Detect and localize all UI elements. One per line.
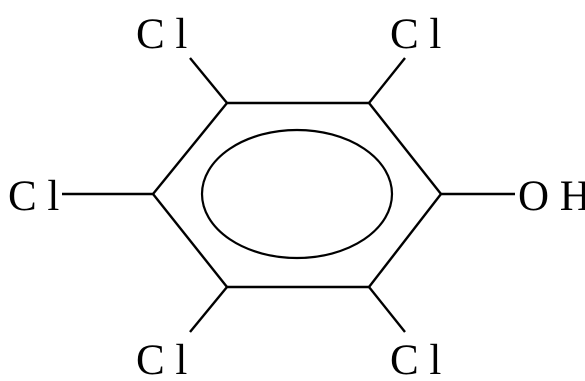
- label-right: O H: [518, 173, 585, 220]
- ring-bond-upper-right: [368, 102, 442, 195]
- bond-bottom-right: [368, 286, 406, 333]
- label-bottom-left: C l: [136, 337, 187, 381]
- bond-top-right: [368, 57, 406, 104]
- ring-bond-lower-right: [368, 193, 442, 288]
- atom-labels: C l C l C l O H C l C l: [8, 11, 585, 381]
- bond-top-left: [189, 57, 228, 104]
- ring-bond-upper-left: [152, 102, 228, 195]
- bond-bottom-left: [189, 286, 228, 333]
- benzene-ring: [152, 101, 442, 289]
- label-bottom-right: C l: [390, 337, 441, 381]
- ring-bond-lower-left: [152, 193, 228, 288]
- substituent-bonds: [62, 57, 515, 333]
- label-top-left: C l: [136, 11, 187, 58]
- label-left: C l: [8, 173, 59, 220]
- aromatic-circle: [200, 128, 394, 260]
- label-top-right: C l: [390, 11, 441, 58]
